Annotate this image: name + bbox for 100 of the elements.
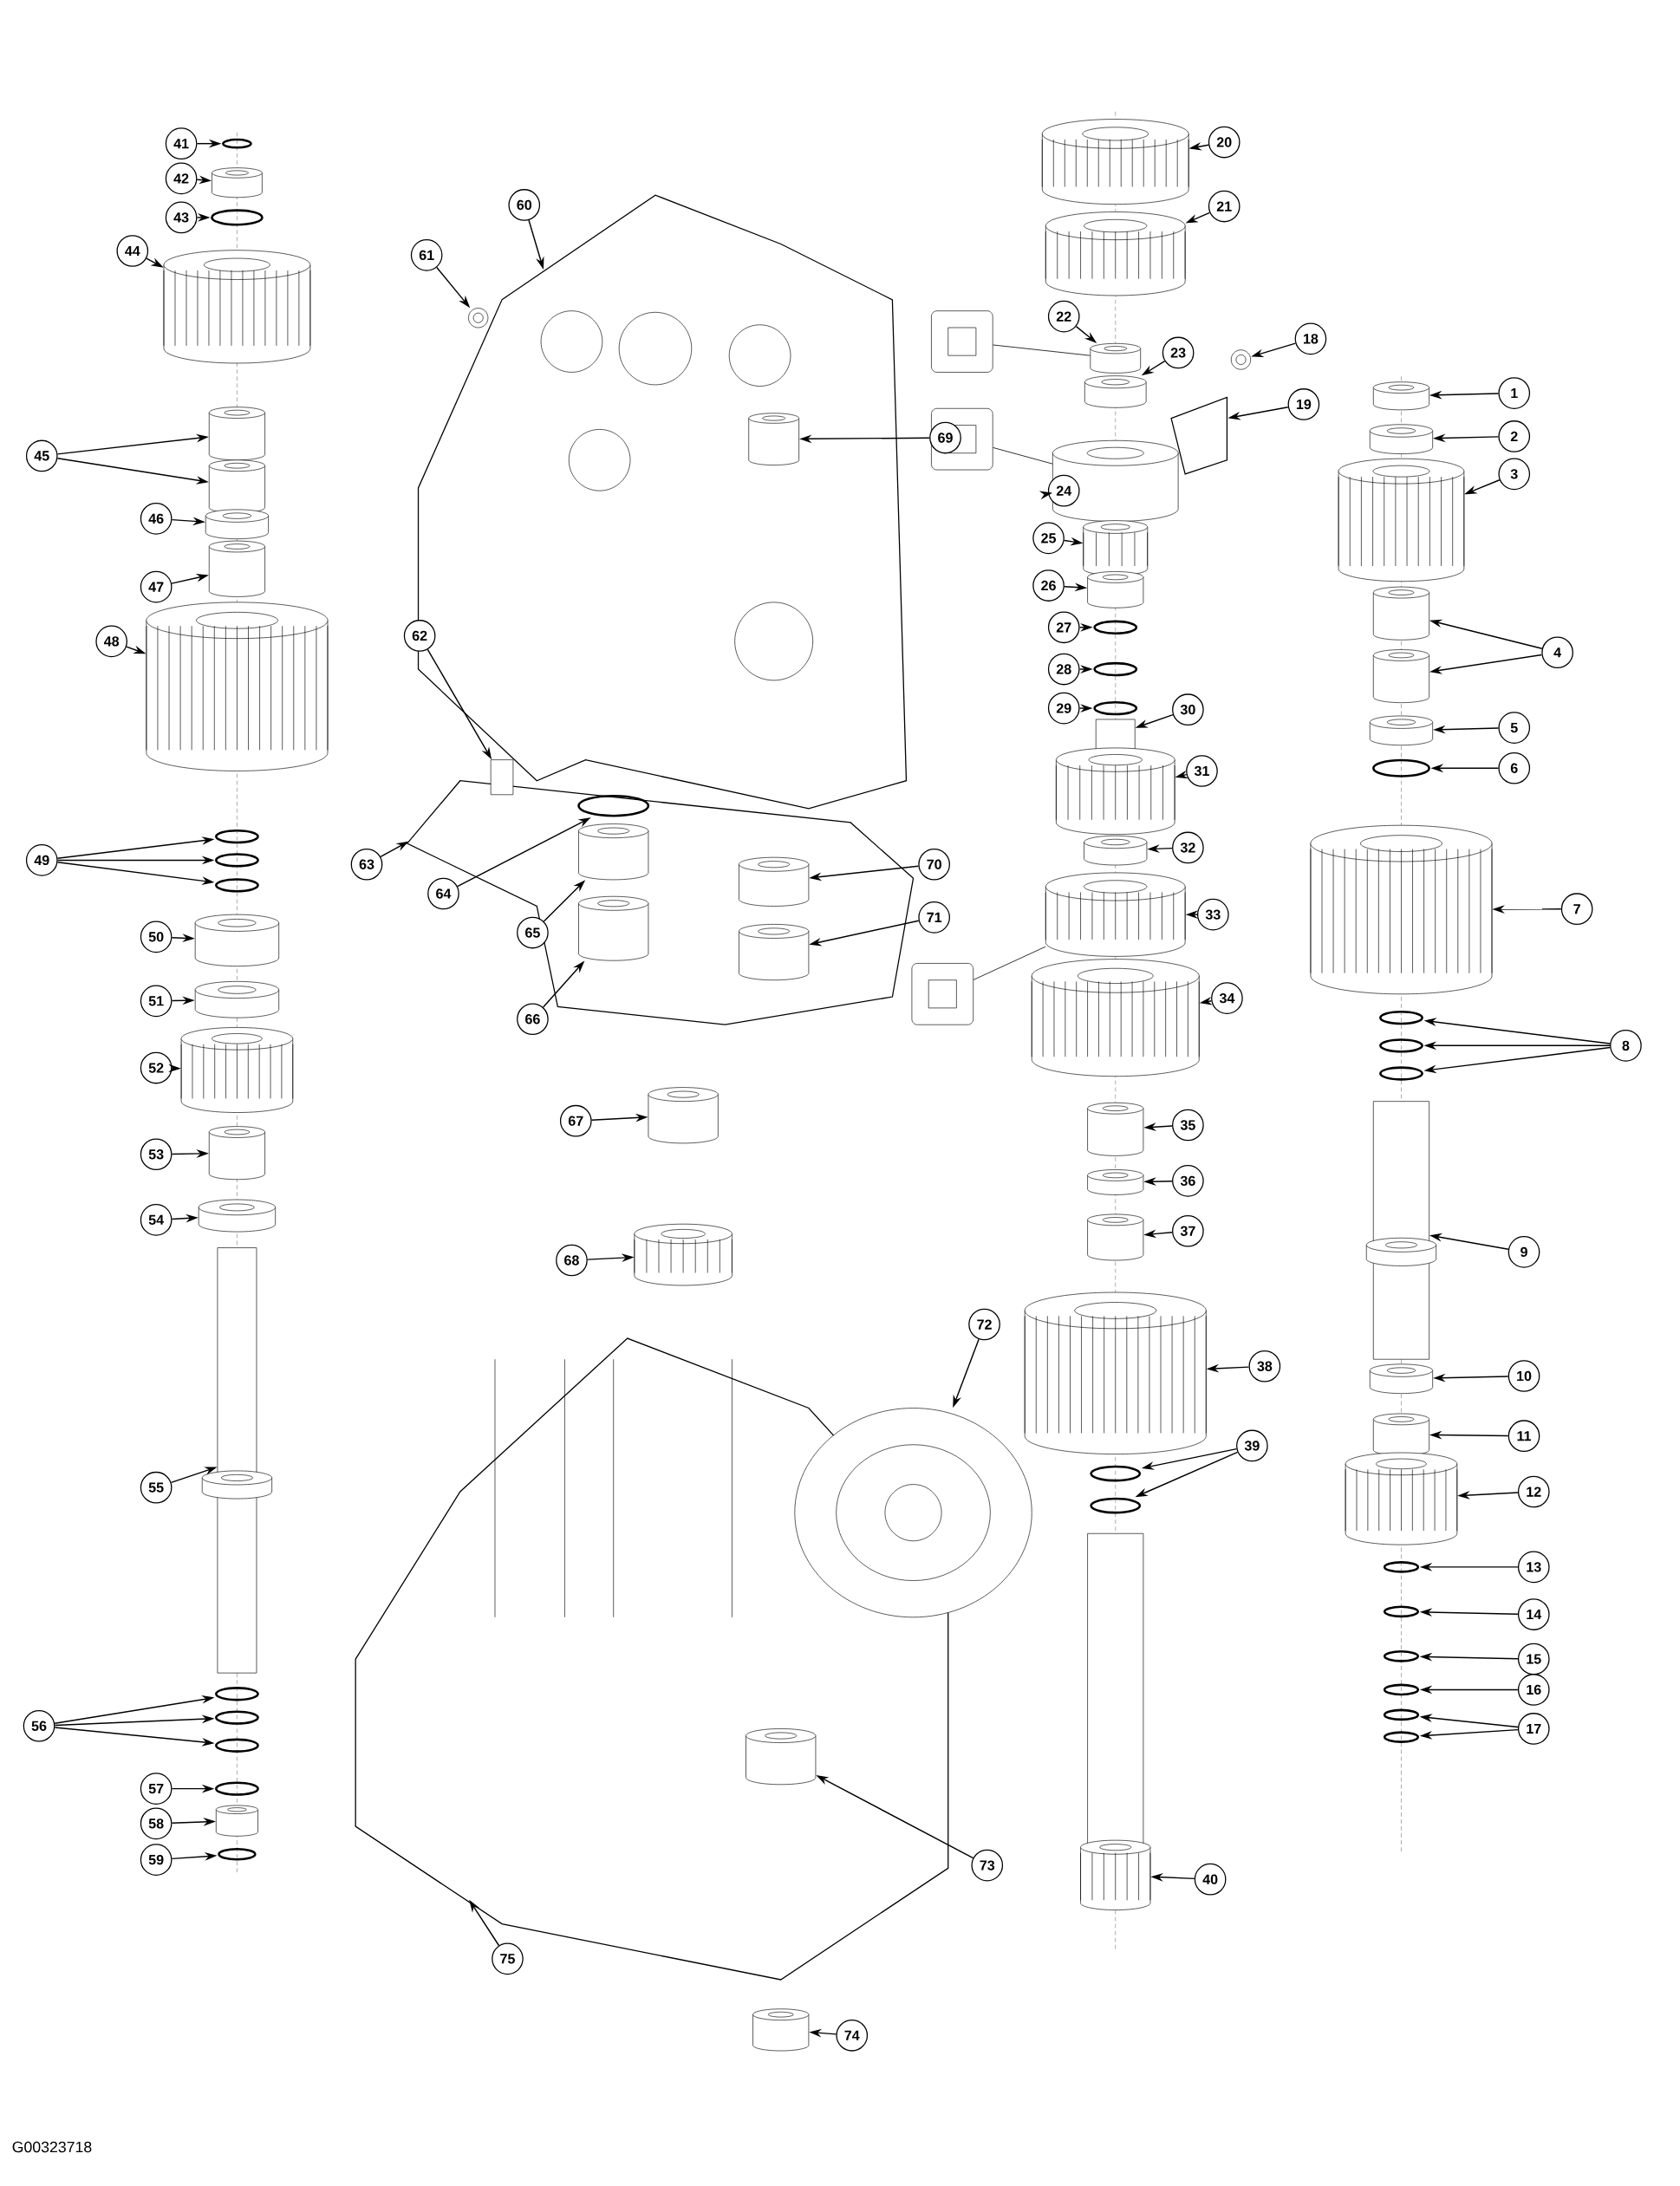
bearing	[198, 1199, 276, 1233]
callout-number: 20	[1208, 126, 1240, 159]
callout-number: 12	[1517, 1475, 1550, 1508]
bearing	[1052, 439, 1179, 522]
gear	[1041, 119, 1189, 205]
bearing	[739, 856, 810, 907]
snap-ring	[1379, 1038, 1423, 1053]
snap-ring	[214, 1687, 259, 1701]
callout-number: 15	[1517, 1643, 1550, 1675]
callout-number: 36	[1172, 1165, 1204, 1197]
callout-number: 21	[1208, 190, 1240, 223]
snap-ring	[1090, 1465, 1142, 1482]
callout-number: 7	[1560, 893, 1593, 926]
snap-ring	[214, 1710, 259, 1725]
bearing	[208, 459, 265, 514]
shaft	[1365, 1101, 1436, 1360]
callout-number: 46	[140, 503, 173, 535]
callout-number: 56	[23, 1709, 55, 1742]
callout-number: 17	[1517, 1713, 1550, 1745]
callout-number: 65	[517, 916, 549, 949]
callout-number: 52	[140, 1051, 173, 1084]
callout-number: 22	[1047, 300, 1080, 333]
snap-ring	[1383, 1731, 1419, 1743]
gear	[1024, 1291, 1207, 1454]
gear	[1031, 959, 1200, 1077]
callout-number: 26	[1032, 569, 1065, 602]
bearing	[648, 1087, 719, 1144]
bearing	[1087, 1169, 1144, 1195]
bearing	[1087, 1213, 1144, 1261]
callout-number: 28	[1047, 653, 1080, 686]
bearing	[1372, 1413, 1429, 1456]
snap-ring	[1093, 620, 1138, 634]
shift-fork	[1170, 396, 1227, 475]
callout-number: 39	[1235, 1429, 1268, 1462]
bearing	[215, 1805, 258, 1837]
snap-ring	[1383, 1708, 1419, 1721]
callout-number: 74	[836, 2019, 869, 2052]
gear	[1310, 824, 1493, 995]
callout-number: 34	[1211, 982, 1243, 1014]
callout-number: 57	[140, 1773, 173, 1805]
callout-number: 70	[918, 848, 950, 881]
shaft	[1095, 719, 1136, 751]
gear	[1080, 1532, 1151, 1910]
callout-number: 63	[350, 848, 383, 881]
callout-number: 68	[556, 1244, 588, 1277]
gear	[180, 1027, 294, 1113]
snap-ring	[1371, 758, 1430, 777]
gear	[1056, 747, 1175, 835]
inset-picture	[931, 310, 993, 373]
bearing	[208, 407, 265, 461]
callout-number: 8	[1610, 1030, 1642, 1062]
callout-number: 38	[1248, 1350, 1281, 1383]
bearing	[1369, 1363, 1433, 1394]
inset-picture	[911, 963, 973, 1025]
bearing	[1369, 424, 1433, 454]
callout-number: 49	[25, 844, 58, 876]
callout-number: 61	[410, 239, 443, 271]
snap-ring	[1383, 1605, 1419, 1618]
snap-ring	[1379, 1066, 1423, 1081]
bearing	[739, 924, 810, 981]
callout-number: 44	[116, 235, 149, 267]
callout-number: 5	[1498, 712, 1531, 744]
bearing	[1090, 343, 1141, 374]
bearing	[748, 413, 799, 465]
bearing	[578, 823, 649, 881]
gear	[634, 1223, 733, 1286]
gear	[794, 1408, 1032, 1618]
callout-number: 32	[1172, 831, 1204, 864]
snap-ring	[214, 1738, 259, 1753]
snap-ring	[1383, 1683, 1419, 1696]
callout-number: 23	[1162, 336, 1195, 369]
bearing	[1372, 649, 1429, 703]
bearing	[1084, 375, 1147, 408]
callout-number: 1	[1498, 377, 1531, 409]
callout-number: 6	[1498, 751, 1531, 784]
snap-ring	[1379, 1011, 1423, 1025]
callout-number: 18	[1294, 322, 1327, 355]
bearing	[1087, 571, 1144, 608]
callout-number: 37	[1172, 1214, 1204, 1247]
connector-line	[993, 447, 1053, 465]
snap-ring	[214, 853, 259, 868]
callout-number: 40	[1194, 1863, 1227, 1896]
callout-number: 9	[1507, 1236, 1540, 1268]
callout-number: 43	[165, 201, 198, 234]
snap-ring	[1093, 700, 1138, 716]
snap-ring	[214, 1781, 259, 1796]
gear	[163, 250, 311, 364]
bearing	[212, 167, 263, 198]
shaft	[201, 1247, 272, 1674]
callout-number: 35	[1172, 1109, 1204, 1142]
bearing	[746, 1728, 817, 1786]
callout-number: 11	[1507, 1420, 1540, 1453]
bearing	[1372, 586, 1429, 641]
callout-number: 2	[1498, 420, 1531, 452]
callout-number: 41	[165, 127, 198, 159]
callout-number: 58	[140, 1807, 173, 1840]
callout-number: 53	[140, 1138, 173, 1171]
connector-line	[973, 946, 1046, 980]
gear	[146, 602, 329, 771]
figure-code: G00323718	[12, 2141, 92, 2153]
